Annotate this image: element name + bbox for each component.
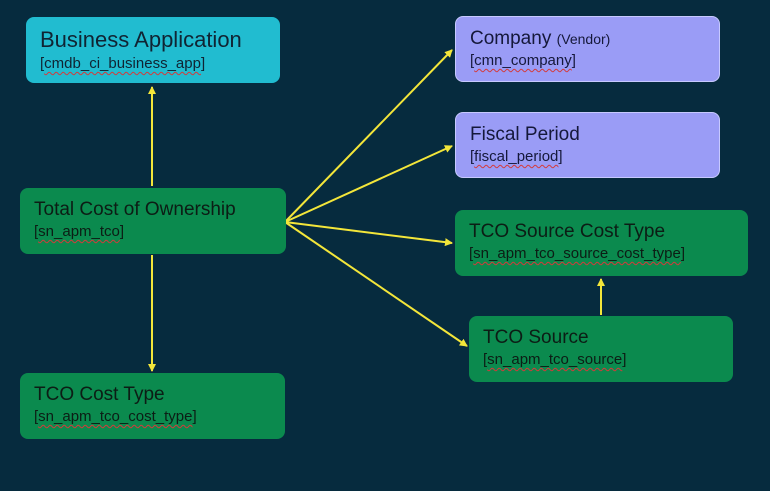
node-tco-source-cost-type[interactable]: TCO Source Cost Type [sn_apm_tco_source_… [455, 210, 748, 276]
node-business-application-table: [cmdb_ci_business_app] [40, 55, 206, 72]
node-tco-source-cost-type-table: [sn_apm_tco_source_cost_type] [469, 245, 685, 262]
node-fiscal-period[interactable]: Fiscal Period [fiscal_period] [455, 112, 720, 178]
node-company-title: Company (Vendor) [470, 28, 611, 49]
node-business-application[interactable]: Business Application [cmdb_ci_business_a… [26, 17, 280, 83]
node-business-application-title: Business Application [40, 27, 242, 52]
node-fiscal-period-title: Fiscal Period [470, 124, 580, 145]
node-tco-cost-type[interactable]: TCO Cost Type [sn_apm_tco_cost_type] [20, 373, 285, 439]
node-tco-source-title: TCO Source [483, 327, 589, 348]
node-tco-source-cost-type-title: TCO Source Cost Type [469, 221, 666, 242]
node-company-table: [cmn_company] [470, 52, 576, 69]
node-total-cost-of-ownership-table: [sn_apm_tco] [34, 223, 125, 240]
edge-tco-to-tco-source [284, 221, 468, 347]
node-total-cost-of-ownership[interactable]: Total Cost of Ownership [sn_apm_tco] [20, 188, 286, 254]
edge-tco-to-tco-source-cost-type [284, 221, 453, 247]
node-tco-source-table: [sn_apm_tco_source] [483, 351, 627, 368]
node-tco-cost-type-table: [sn_apm_tco_cost_type] [34, 408, 197, 425]
node-total-cost-of-ownership-title: Total Cost of Ownership [34, 199, 236, 220]
node-tco-source[interactable]: TCO Source [sn_apm_tco_source] [469, 316, 733, 382]
edge-tco-to-fiscal-period [284, 145, 453, 223]
node-fiscal-period-table: [fiscal_period] [470, 148, 563, 165]
node-company[interactable]: Company (Vendor) [cmn_company] [455, 16, 720, 82]
node-tco-cost-type-title: TCO Cost Type [34, 384, 165, 405]
edge-tco-to-company [284, 49, 453, 223]
